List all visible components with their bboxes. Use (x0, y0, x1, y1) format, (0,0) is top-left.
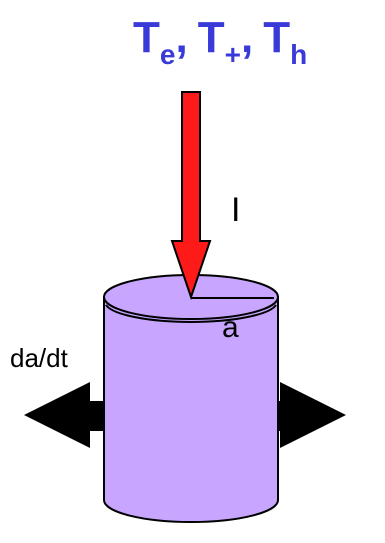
title-term-2-sep: , (241, 13, 253, 62)
current-arrow (170, 91, 212, 301)
cylinder (103, 274, 279, 523)
title-term-2-sub: + (225, 39, 241, 70)
title-term-2-base: T (198, 13, 225, 62)
title-term-3-sub: h (290, 39, 307, 70)
title-term-1-sub: e (160, 39, 176, 70)
cylinder-body (103, 296, 279, 523)
current-label: I (231, 191, 240, 229)
radius-label: a (222, 311, 239, 344)
rate-label: da/dt (10, 343, 69, 373)
title-term-3-base: T (263, 13, 290, 62)
title-formula: Te,T+,Th (133, 13, 307, 70)
title-term-1-sep: , (175, 13, 187, 62)
title-term-1-base: T (133, 13, 160, 62)
cylinder-rim (105, 304, 277, 323)
